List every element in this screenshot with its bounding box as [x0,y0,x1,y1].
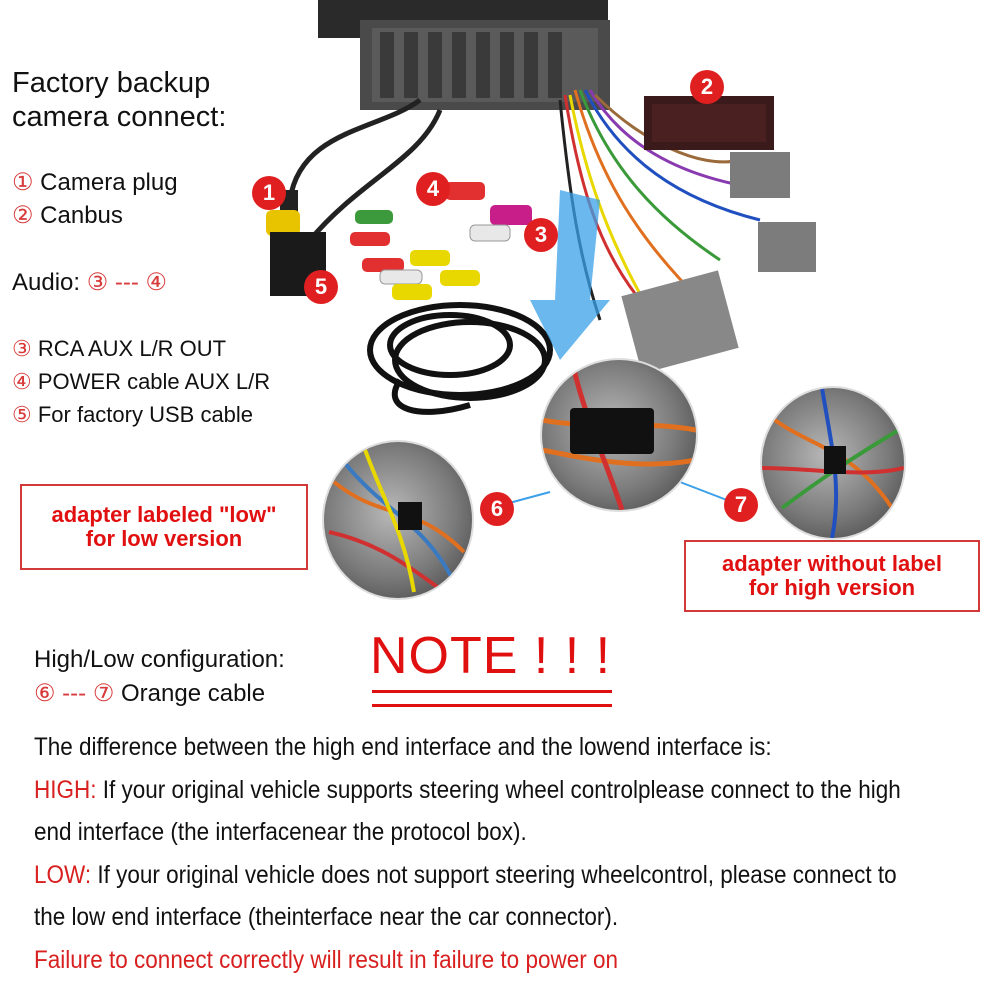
legend-item-5: ⑤ For factory USB cable [12,402,253,428]
zoom-low-adapter [322,440,474,600]
legend-text: Camera plug [33,169,178,196]
legend-num: ④ [12,369,32,394]
page-title: Factory backup camera connect: [12,67,227,133]
head-unit [318,0,610,110]
high-version-callout: adapter without label for high version [684,540,980,612]
badge-2: 2 [690,70,724,104]
note-underline [372,704,612,707]
legend-item-2: ② Canbus [12,201,123,230]
zoom-high-adapter [760,386,906,540]
audio-range: ③ --- ④ [86,269,168,296]
config-subtitle: ⑥ --- ⑦ Orange cable [34,679,265,708]
description-high-cont: end interface (the interfacenear the pro… [34,818,527,846]
config-title: High/Low configuration: [34,646,285,673]
legend-num: ② [12,202,34,229]
legend-text: For factory USB cable [31,402,254,427]
badge-4: 4 [416,172,450,206]
zoom-adapter-center [540,358,698,512]
low-callout-line1: adapter labeled "low" [51,502,277,527]
audio-legend: Audio: ③ --- ④ [12,268,167,297]
badge-1: 1 [252,176,286,210]
low-text: If your original vehicle does not suppor… [91,861,897,889]
description-warning: Failure to connect correctly will result… [34,946,619,974]
legend-item-1: ① Camera plug [12,168,178,197]
low-callout-line2: for low version [85,526,243,551]
description-low-cont: the low end interface (theinterface near… [34,903,619,931]
note-underline [372,690,612,693]
legend-text: Canbus [33,202,123,229]
description-high: HIGH: If your original vehicle supports … [34,776,901,805]
badge-3: 3 [524,218,558,252]
badge-7: 7 [724,488,758,522]
description-low: LOW: If your original vehicle does not s… [34,861,897,890]
high-text: If your original vehicle supports steeri… [96,776,901,804]
high-label: HIGH: [34,776,97,804]
description-intro: The difference between the high end inte… [34,733,772,761]
legend-num: ① [12,169,34,196]
config-range: ⑥ --- ⑦ [34,680,115,707]
low-version-callout: adapter labeled "low" for low version [20,484,308,570]
low-label: LOW: [34,861,92,889]
legend-num: ③ [12,336,32,361]
badge-5: 5 [304,270,338,304]
legend-item-4: ④ POWER cable AUX L/R [12,369,270,395]
audio-label: Audio: [12,269,87,296]
legend-text: POWER cable AUX L/R [31,369,271,394]
badge-6: 6 [480,492,514,526]
legend-num: ⑤ [12,402,32,427]
legend-text: RCA AUX L/R OUT [31,336,227,361]
harness-illustration [266,0,816,507]
note-heading: NOTE ! ! ! [370,627,612,685]
legend-item-3: ③ RCA AUX L/R OUT [12,336,226,362]
config-cable: Orange cable [114,680,266,707]
high-callout-line2: for high version [748,575,916,600]
high-callout-line1: adapter without label [721,551,943,576]
